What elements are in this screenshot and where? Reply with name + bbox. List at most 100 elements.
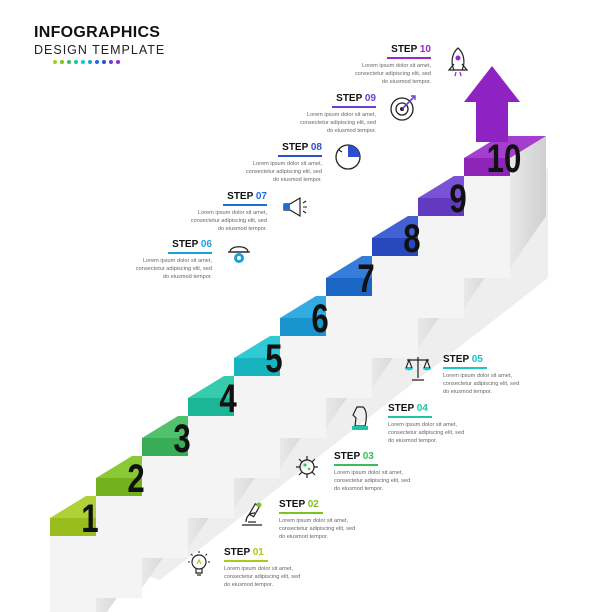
step-word: STEP: [227, 191, 254, 202]
stair-front-wall: [142, 456, 188, 558]
stair-riser: [326, 278, 372, 296]
step-number-label: 10: [419, 44, 431, 55]
stair-front-wall: [372, 256, 418, 358]
step-heading: STEP 05: [443, 355, 573, 365]
step-heading: STEP 03: [334, 452, 464, 462]
step-word: STEP: [336, 93, 363, 104]
page-title: INFOGRAPHICS: [34, 24, 161, 41]
stair-riser: [372, 238, 418, 256]
color-dot: [81, 60, 85, 64]
step-number-label: 02: [307, 499, 319, 510]
step-heading: STEP 07: [137, 192, 267, 202]
stair-riser: [50, 518, 96, 536]
step-description: Lorem ipsum dolor sit amet, consectetur …: [224, 565, 301, 588]
step-heading: STEP 10: [301, 45, 431, 55]
hardhat-gear-icon: [225, 238, 253, 271]
step-description: Lorem ipsum dolor sit amet, consectetur …: [299, 111, 376, 134]
color-dots: [53, 60, 120, 64]
step-description: Lorem ipsum dolor sit amet, consectetur …: [279, 517, 356, 540]
step-heading: STEP 02: [279, 500, 409, 510]
step-description: Lorem ipsum dolor sit amet, consectetur …: [190, 209, 267, 232]
step-number-10: 10: [487, 136, 522, 181]
step-underline: [387, 57, 431, 59]
stair-side-wall: [510, 136, 546, 268]
color-dot: [67, 60, 71, 64]
step-heading: STEP 01: [224, 548, 354, 558]
stair-riser: [280, 318, 326, 336]
step-underline: [223, 204, 267, 206]
step-number-1: 1: [81, 496, 98, 541]
stair-front-wall: [464, 176, 510, 278]
stair-front-wall: [96, 496, 142, 598]
stair-riser: [464, 158, 510, 176]
step-number-6: 6: [311, 296, 328, 341]
step-number-label: 04: [416, 403, 428, 414]
step-word: STEP: [334, 451, 360, 462]
step-number-5: 5: [265, 336, 282, 381]
step-number-2: 2: [127, 456, 144, 501]
step-heading: STEP 09: [246, 94, 376, 104]
step-description: Lorem ipsum dolor sit amet, consectetur …: [135, 257, 212, 280]
lightbulb-icon: [186, 550, 212, 585]
stair-riser: [142, 438, 188, 456]
step-number-label: 03: [362, 451, 374, 462]
step-word: STEP: [282, 142, 309, 153]
step-number-label: 01: [252, 547, 264, 558]
step-label-10: STEP 10 Lorem ipsum dolor sit amet, conse…: [301, 45, 431, 86]
step-number-9: 9: [449, 176, 466, 221]
stair-front-wall: [280, 336, 326, 438]
stair-front-wall: [418, 216, 464, 318]
color-dot: [74, 60, 78, 64]
page-subtitle: DESIGN TEMPLATE: [34, 43, 166, 57]
step-heading: STEP 06: [82, 240, 212, 250]
microscope-icon: [238, 500, 266, 533]
step-underline: [278, 155, 322, 157]
step-number-7: 7: [357, 256, 374, 301]
stair-tread: [464, 136, 546, 158]
color-dot: [53, 60, 57, 64]
stair-riser: [234, 358, 280, 376]
step-underline: [332, 106, 376, 108]
stair-front-wall: [50, 536, 96, 612]
megaphone-icon: [280, 195, 308, 224]
stair-front-wall: [188, 416, 234, 518]
step-number-label: 09: [364, 93, 376, 104]
step-underline: [168, 252, 212, 254]
step-number-8: 8: [403, 216, 420, 261]
step-underline: [334, 464, 378, 466]
step-underline: [224, 560, 268, 562]
rocket-icon: [443, 46, 473, 83]
step-number-3: 3: [173, 416, 190, 461]
color-dot: [88, 60, 92, 64]
step-number-label: 06: [200, 239, 212, 250]
up-arrow-icon: [464, 66, 520, 142]
step-underline: [388, 416, 432, 418]
scales-icon: [403, 354, 433, 387]
stair-step: [464, 136, 546, 278]
step-heading: STEP 08: [192, 143, 322, 153]
step-description: Lorem ipsum dolor sit amet, consectetur …: [245, 160, 322, 183]
step-word: STEP: [224, 547, 250, 558]
color-dot: [109, 60, 113, 64]
color-dot: [95, 60, 99, 64]
color-dot: [116, 60, 120, 64]
step-number-label: 05: [471, 354, 483, 365]
step-heading: STEP 04: [388, 404, 518, 414]
color-dot: [102, 60, 106, 64]
step-description: Lorem ipsum dolor sit amet, consectetur …: [354, 62, 431, 85]
clock-pie-icon: [333, 142, 363, 177]
step-word: STEP: [443, 354, 469, 365]
virus-icon: [293, 453, 321, 486]
step-label-7: STEP 07 Lorem ipsum dolor sit amet, conse…: [137, 192, 267, 233]
step-word: STEP: [172, 239, 199, 250]
step-number-label: 08: [310, 142, 322, 153]
step-word: STEP: [388, 403, 414, 414]
chess-knight-icon: [348, 402, 372, 439]
stair-front-wall: [234, 376, 280, 478]
